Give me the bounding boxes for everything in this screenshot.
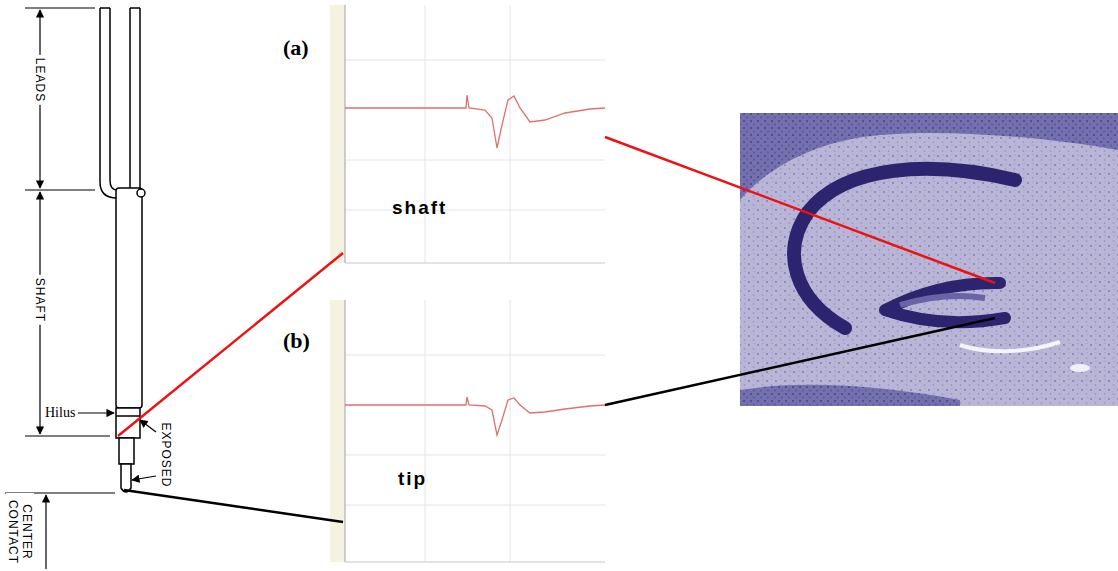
part-label: Hilus	[45, 405, 75, 421]
plot-panel	[330, 300, 605, 562]
panel-letter: (a)	[283, 35, 309, 61]
dimension-lines	[5, 8, 156, 569]
plot-panel	[330, 5, 605, 263]
dimension-label: SHAFT	[33, 275, 47, 325]
dimension-label: EXPOSED	[159, 419, 173, 490]
trace-label: tip	[398, 468, 427, 490]
panel-letter: (b)	[283, 328, 310, 354]
trace-label: shaft	[392, 197, 447, 219]
dimension-label: LEADS	[33, 55, 47, 105]
leader-lines	[118, 137, 995, 522]
plot-panel: (a)shaft	[330, 5, 605, 263]
dimension-label: CENTER CONTACT	[6, 493, 34, 571]
plot-panel: (b)tip	[330, 300, 605, 562]
